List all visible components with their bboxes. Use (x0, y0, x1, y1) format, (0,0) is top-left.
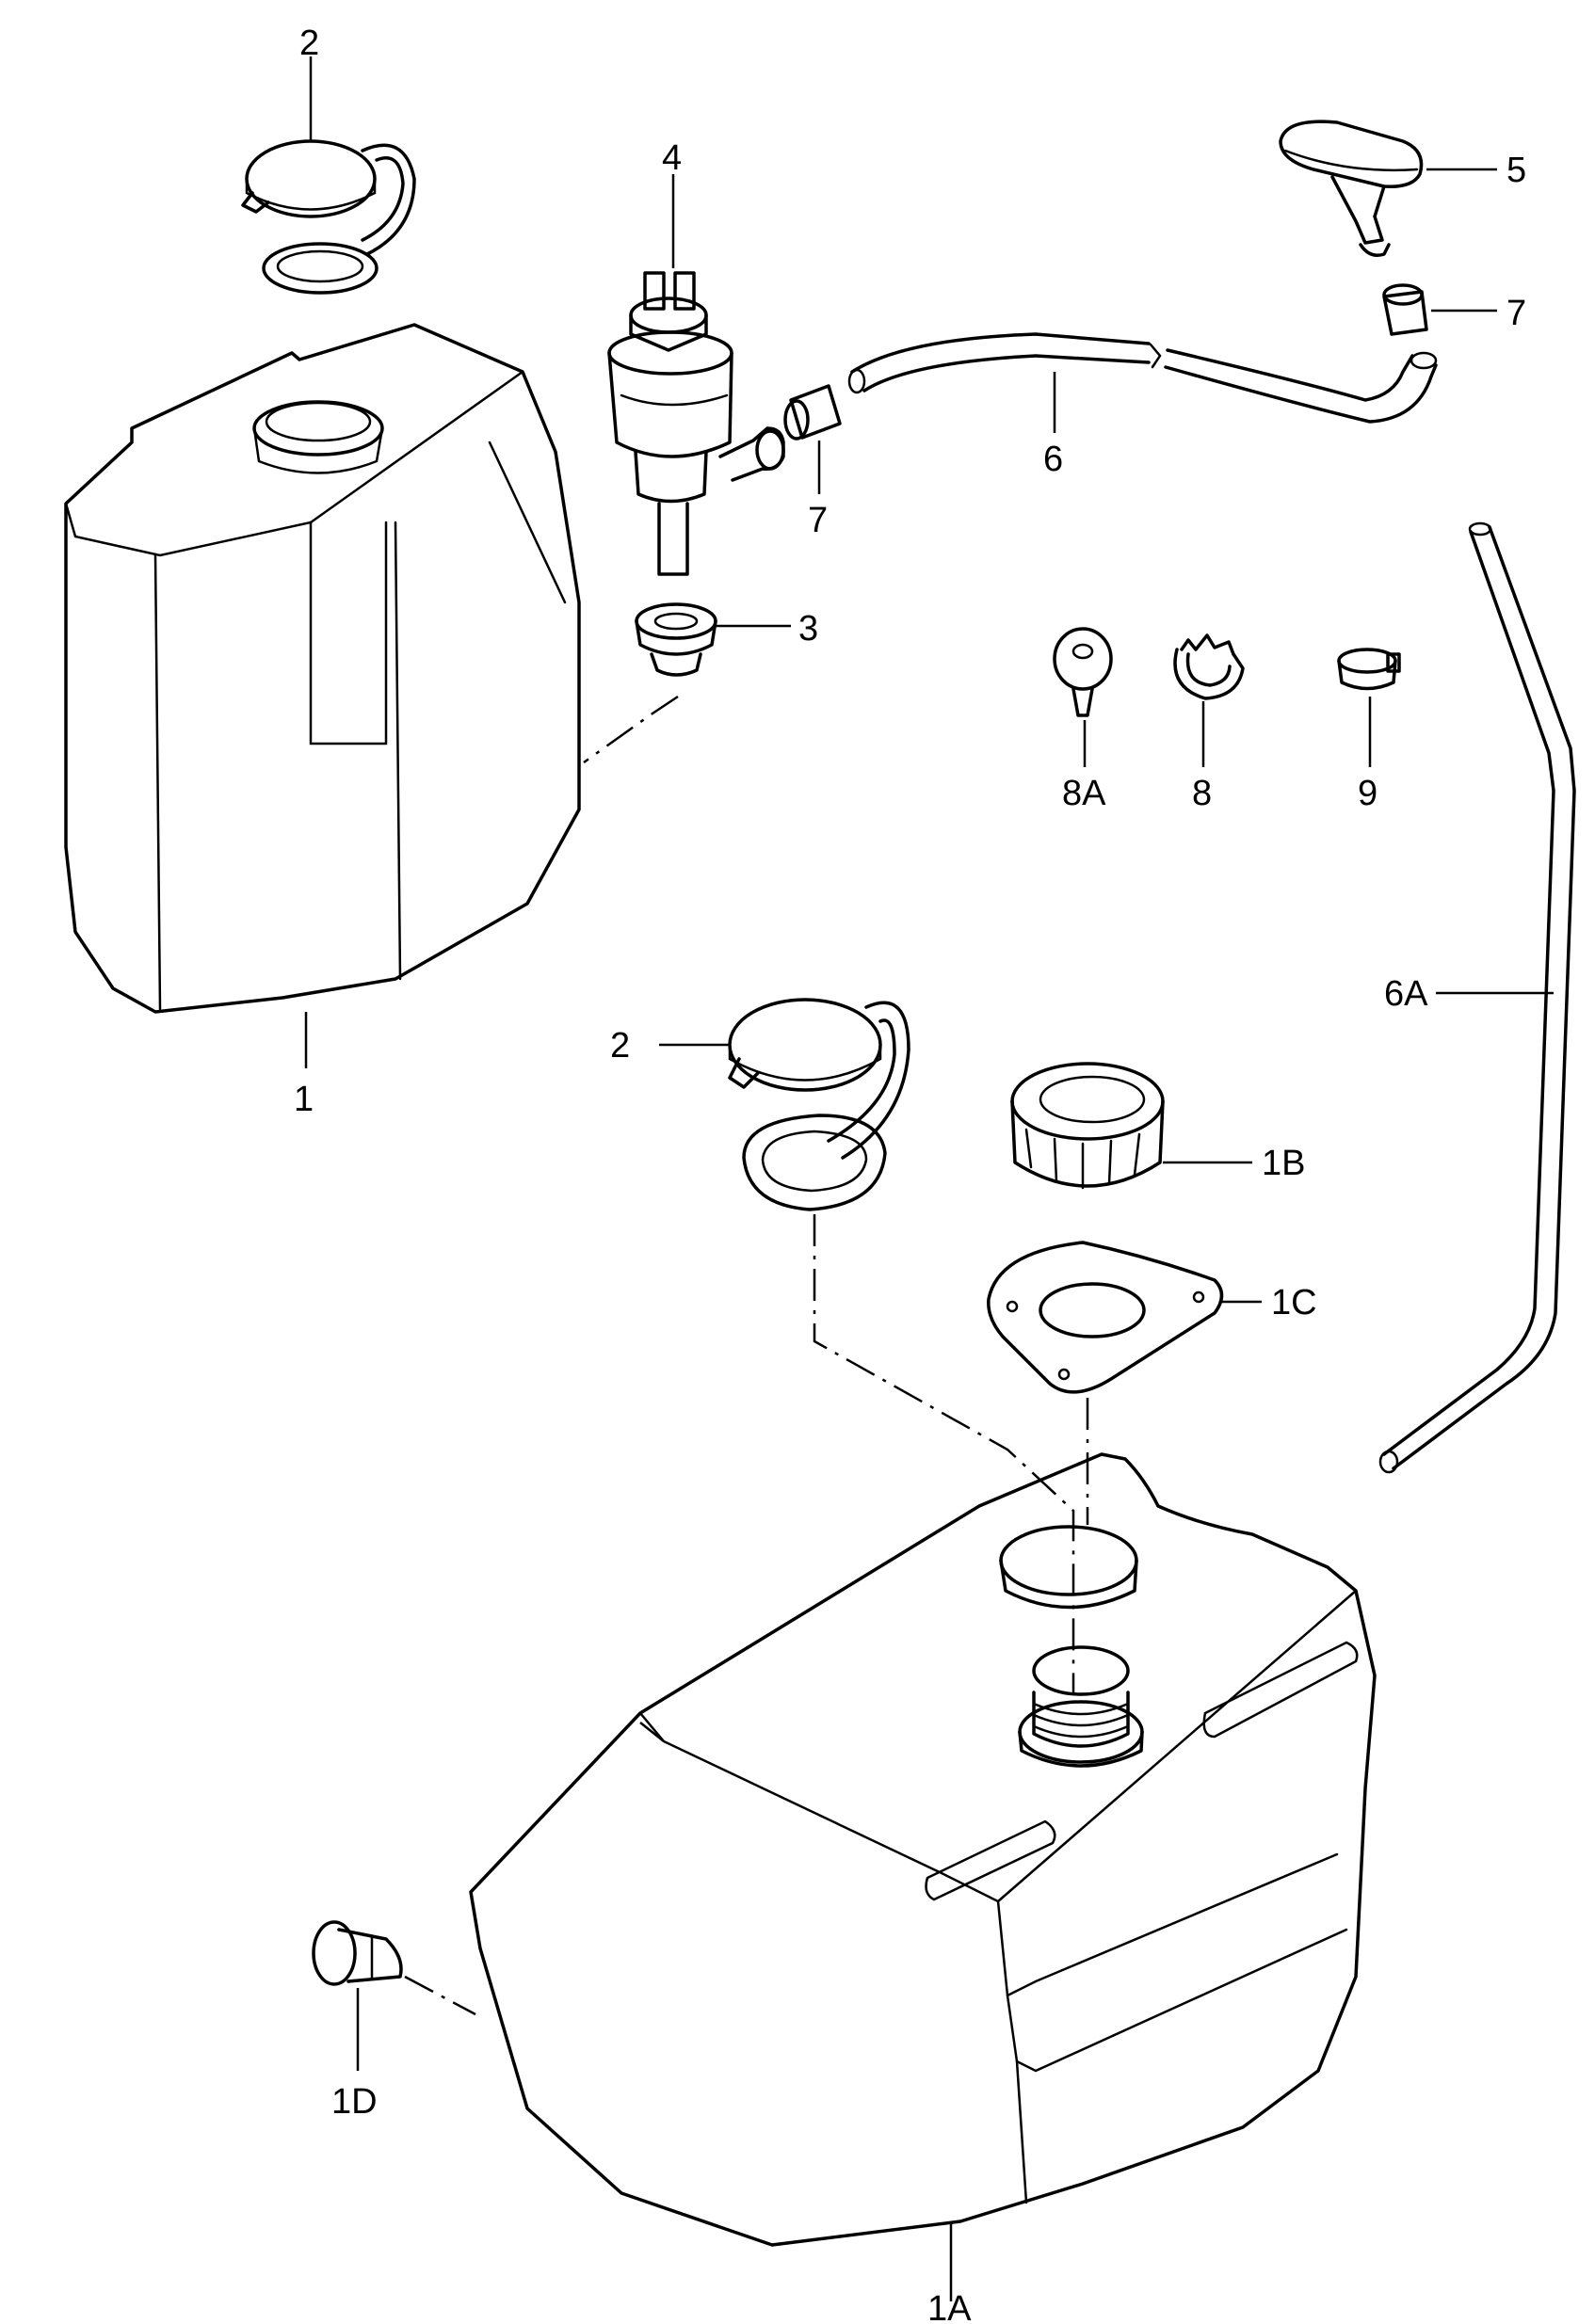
label-1d: 1D (331, 2082, 378, 2122)
threaded-cap-ring (1010, 1062, 1165, 1190)
label-5: 5 (1506, 151, 1526, 190)
flange-gasket (987, 1241, 1224, 1394)
washer-pump (607, 271, 785, 576)
filler-cap-middle (728, 998, 910, 1211)
washer-reservoir-small (64, 323, 581, 1014)
washer-nozzle (1279, 120, 1424, 257)
vent-hose (1378, 521, 1576, 1474)
filler-cap-top (241, 139, 416, 295)
label-8: 8 (1192, 774, 1212, 813)
hose-clip (1173, 633, 1245, 700)
label-6: 6 (1043, 440, 1063, 479)
label-4: 4 (662, 138, 682, 178)
label-3: 3 (798, 609, 818, 649)
label-1b: 1B (1262, 1144, 1305, 1183)
hose-connector-right (1382, 283, 1428, 336)
part-labels: 2 4 5 7 6 7 3 8A 8 9 6A 1 2 1B 1C 1D 1A (294, 24, 1526, 2324)
washer-reservoir-large (469, 1452, 1377, 2247)
hose-clamp (1337, 648, 1401, 691)
hose-connector-left (783, 384, 842, 441)
pump-grommet (635, 602, 717, 677)
expansion-rivet (1053, 627, 1113, 717)
push-in-plug (312, 1920, 403, 1986)
label-6a: 6A (1384, 974, 1428, 1014)
washer-hose (847, 332, 1438, 424)
assembly-lines (404, 695, 1089, 2016)
label-7-left: 7 (808, 501, 828, 540)
label-7-right: 7 (1506, 294, 1526, 333)
label-1: 1 (294, 1080, 314, 1119)
label-1c: 1C (1271, 1283, 1317, 1322)
label-2-middle: 2 (610, 1026, 630, 1066)
label-9: 9 (1358, 774, 1378, 813)
label-8a: 8A (1062, 774, 1106, 813)
label-1a: 1A (927, 2289, 972, 2324)
leader-lines (304, 56, 1554, 2301)
label-2-top: 2 (299, 24, 319, 63)
